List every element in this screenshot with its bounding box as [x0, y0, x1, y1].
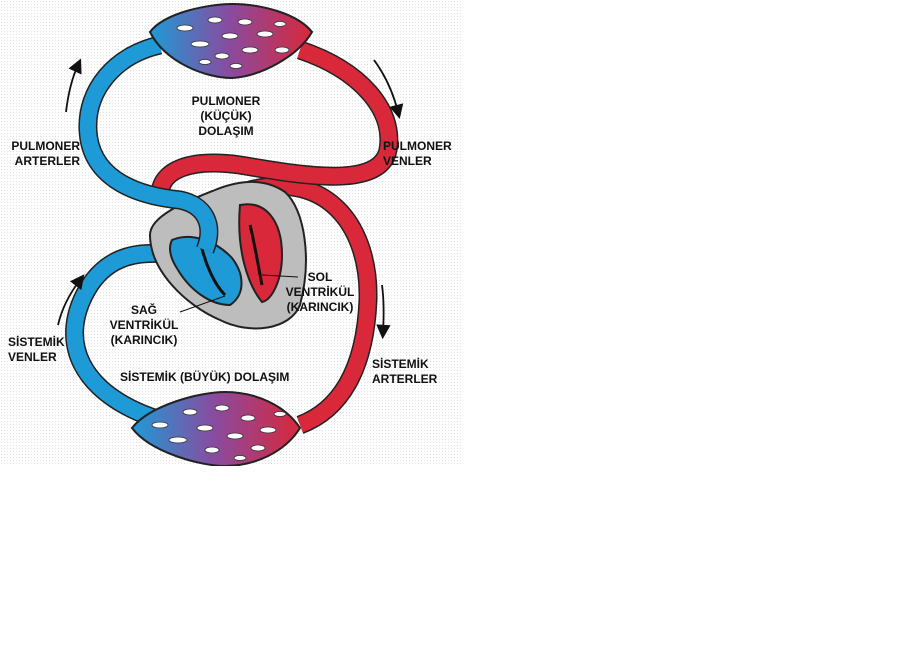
systemic-circulation-label: SİSTEMİK (BÜYÜK) DOLAŞIM — [120, 370, 290, 384]
flow-arrow-icon — [376, 284, 391, 340]
pulmonary-arteries-label: PULMONER ARTERLER — [11, 139, 80, 168]
flow-arrow-icon — [373, 59, 404, 119]
flow-arrow-icon — [65, 58, 82, 113]
systemic-veins-label: SİSTEMİK VENLER — [8, 335, 65, 364]
systemic-capillary-bed — [130, 390, 302, 466]
left-ventricle-label: SOL VENTRİKÜL (KARINCIK) — [285, 270, 355, 314]
systemic-arteries-label: SİSTEMİK ARTERLER — [372, 357, 438, 386]
systemic-veins-vessel — [65, 243, 177, 430]
pulmonary-capillary-bed — [148, 2, 314, 80]
pulmonary-arteries-vessel — [78, 35, 219, 254]
pulmonary-veins-label: PULMONER VENLER — [383, 139, 452, 168]
left-ventricle-leader — [261, 274, 299, 278]
pulmonary-circulation-label: PULMONER (KÜÇÜK) DOLAŞIM — [191, 94, 261, 138]
systemic-arteries-vessel — [247, 176, 378, 434]
pulmonary-veins-vessel — [150, 40, 399, 197]
right-ventricle-label: SAĞ VENTRİKÜL (KARINCIK) — [109, 303, 179, 347]
flow-arrow-icon — [57, 274, 85, 326]
circulation-diagram-art — [57, 2, 404, 466]
circulation-diagram: PULMONER (KÜÇÜK) DOLAŞIM PULMONER ARTERL… — [0, 0, 462, 466]
right-ventricle-leader — [179, 295, 226, 313]
